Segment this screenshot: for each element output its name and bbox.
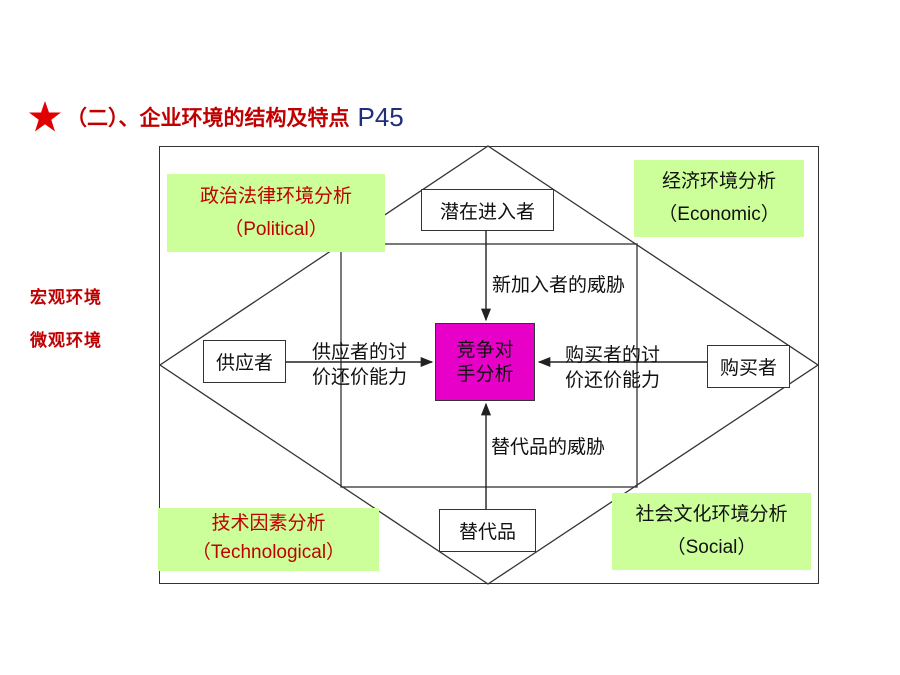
- economic-factor-cn: 经济环境分析: [661, 170, 776, 192]
- competitor-analysis-line1: 竞争对: [456, 339, 514, 361]
- new-entrants-threat-label: 新加入者的威胁: [492, 274, 626, 296]
- macro-environment-label: 宏观环境: [30, 288, 102, 308]
- micro-environment-label: 微观环境: [30, 331, 102, 351]
- potential-entrants-box: 潜在进入者: [421, 189, 554, 231]
- political-factor-cn: 政治法律环境分析: [199, 185, 352, 207]
- buyer-power-line2: 价还价能力: [565, 369, 661, 391]
- social-factor-cn: 社会文化环境分析: [635, 503, 788, 525]
- supplier-power-line2: 价还价能力: [312, 366, 408, 388]
- technological-factor-box: 技术因素分析 （Technological）: [158, 508, 379, 571]
- political-factor-box: 政治法律环境分析 （Political）: [167, 174, 385, 252]
- substitute-threat-label: 替代品的威胁: [491, 436, 606, 458]
- economic-factor-box: 经济环境分析 （Economic）: [634, 160, 804, 237]
- macro-diamond: [158, 145, 820, 585]
- economic-factor-en: （Economic）: [658, 204, 780, 225]
- technological-factor-cn: 技术因素分析: [211, 512, 326, 534]
- technological-factor-en: （Technological）: [191, 542, 346, 563]
- micro-rectangle: [340, 243, 638, 488]
- social-factor-en: （Social）: [666, 537, 757, 558]
- suppliers-box: 供应者: [203, 340, 286, 383]
- page-reference: P45: [357, 101, 404, 132]
- slide-title: （二）、企业环境的结构及特点 P45: [28, 97, 404, 137]
- buyer-power-line1: 购买者的讨: [565, 344, 661, 366]
- supplier-power-label: 供应者的讨 价还价能力: [312, 340, 407, 390]
- competitor-analysis-box: 竞争对 手分析: [435, 323, 535, 401]
- supplier-power-line1: 供应者的讨: [312, 341, 408, 363]
- title-text: （二）、企业环境的结构及特点: [66, 106, 350, 130]
- political-factor-en: （Political）: [224, 219, 328, 240]
- competitor-analysis-line2: 手分析: [456, 363, 514, 385]
- star-icon: [29, 101, 61, 132]
- social-factor-box: 社会文化环境分析 （Social）: [612, 493, 811, 570]
- buyers-box: 购买者: [707, 345, 790, 388]
- substitutes-box: 替代品: [439, 509, 536, 552]
- buyer-power-label: 购买者的讨 价还价能力: [565, 343, 660, 393]
